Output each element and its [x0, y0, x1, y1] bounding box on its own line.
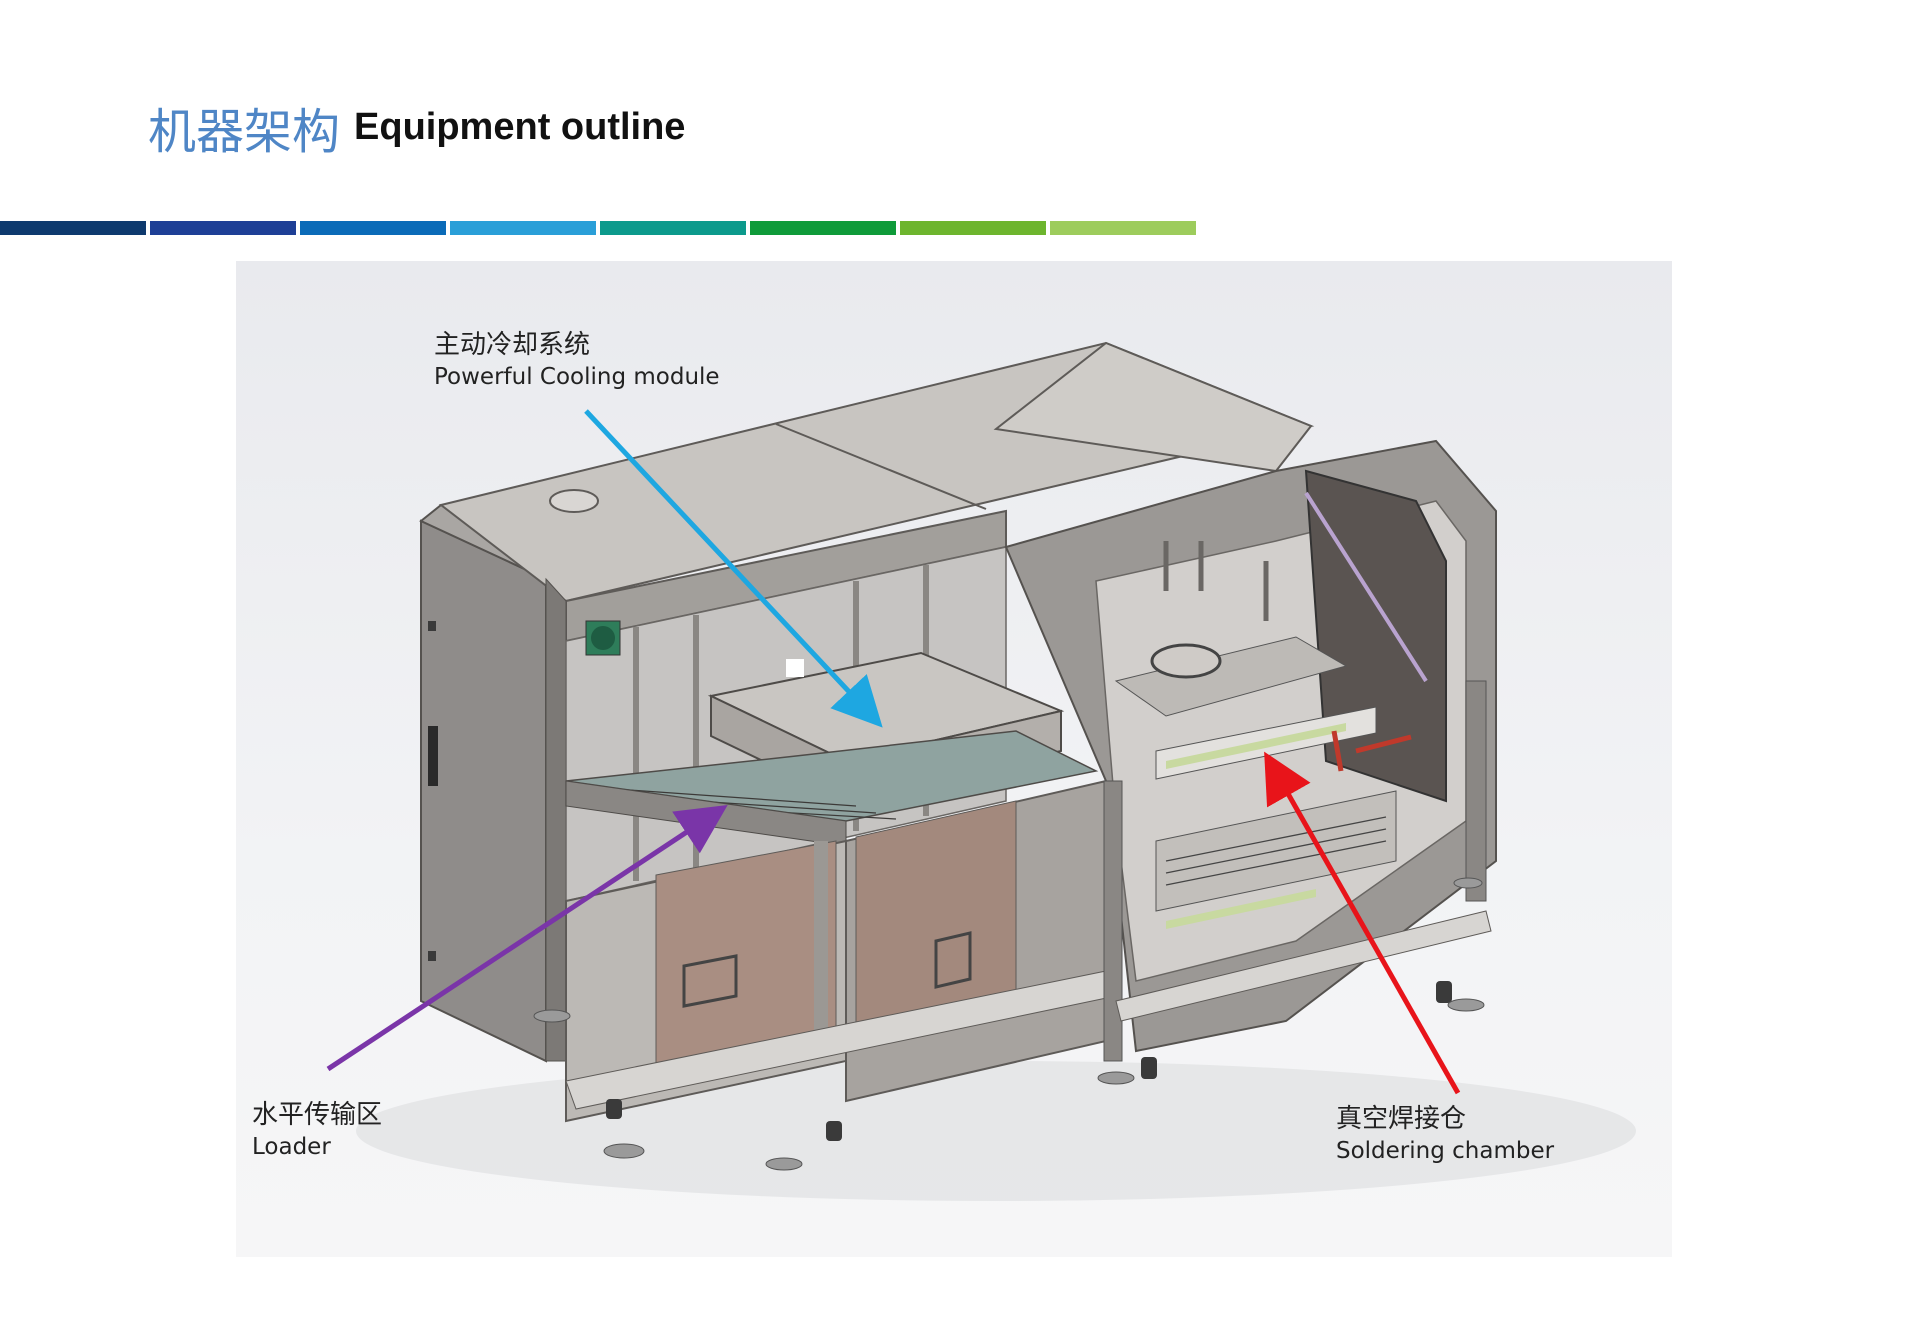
stripe-segment	[150, 221, 296, 235]
machine-render-panel: 主动冷却系统 Powerful Cooling module 水平传输区 Loa…	[236, 261, 1672, 1257]
stripe-segment	[450, 221, 596, 235]
stripe-segment	[750, 221, 896, 235]
callout-loader-cn: 水平传输区	[252, 1100, 383, 1130]
callout-cooling-en: Powerful Cooling module	[434, 364, 720, 390]
stripe-segment	[900, 221, 1046, 235]
cooling-arrow	[584, 409, 883, 728]
callout-cooling: 主动冷却系统 Powerful Cooling module	[434, 329, 720, 393]
stripe-segment	[600, 221, 746, 235]
machine-illustration	[326, 341, 1636, 1201]
title-en: Equipment outline	[354, 105, 686, 148]
color-stripe	[0, 221, 1200, 235]
stripe-segment	[1050, 221, 1196, 235]
callout-chamber-en: Soldering chamber	[1336, 1138, 1555, 1164]
callout-loader: 水平传输区 Loader	[252, 1099, 382, 1163]
callout-cooling-cn: 主动冷却系统	[434, 330, 591, 360]
stripe-segment	[0, 221, 146, 235]
chamber-arrow	[1264, 751, 1461, 1095]
callout-chamber-cn: 真空焊接仓	[1336, 1104, 1467, 1134]
stripe-segment	[300, 221, 446, 235]
callout-chamber: 真空焊接仓 Soldering chamber	[1336, 1103, 1554, 1167]
callout-loader-en: Loader	[252, 1134, 331, 1160]
page-title: 机器架构 Equipment outline	[148, 92, 685, 162]
loader-arrow	[326, 804, 728, 1072]
title-cn: 机器架构	[148, 104, 341, 160]
